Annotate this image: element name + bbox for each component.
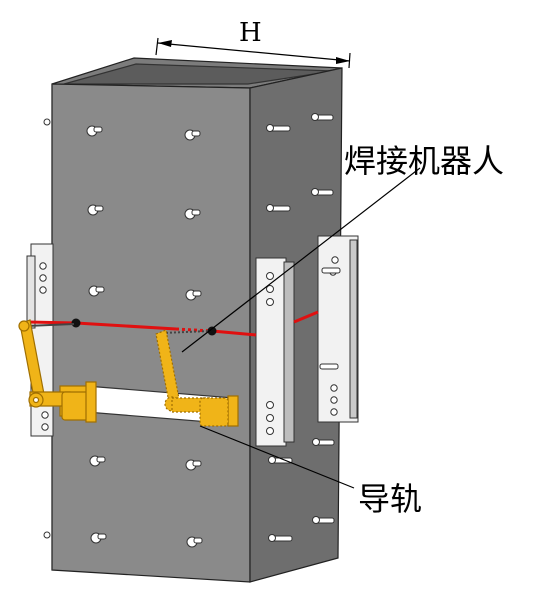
stud [311,113,334,121]
stud [184,208,201,220]
stud [312,516,335,524]
stud [185,289,202,301]
side-studs [43,113,335,542]
stud [89,455,106,467]
stud [184,129,201,141]
far-plate [317,235,359,423]
stud [311,188,334,196]
stud [86,125,103,137]
welding-robot-label: 焊接机器人 [344,142,505,180]
front-studs [86,125,203,548]
dimension-h-label: H [239,18,262,48]
stud [185,459,202,471]
stud [87,204,104,216]
stud [266,124,291,132]
right-welding-robot [155,329,229,427]
stud [88,285,105,297]
weld-point-right [207,326,217,336]
leader-lines [181,167,421,489]
weld-point-left [71,318,81,328]
stud [266,204,291,212]
stud [186,536,203,548]
stud [90,532,107,544]
guide-rail-label: 导轨 [358,480,423,518]
weld-seam [27,310,319,337]
right-plate [255,257,295,447]
dimension-h [155,37,351,69]
box-side-face [249,67,343,583]
left-welding-robot [18,319,97,423]
stud [312,438,335,446]
stud [268,456,293,464]
stud [268,534,293,542]
